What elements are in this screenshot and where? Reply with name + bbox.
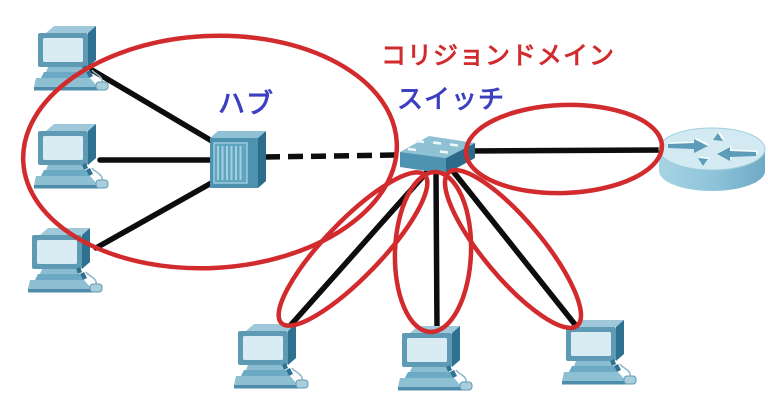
links bbox=[89, 67, 669, 334]
pc-5-icon bbox=[397, 325, 473, 392]
hub-icon bbox=[210, 131, 266, 188]
collision-domains bbox=[20, 33, 665, 335]
link-pc1-hub bbox=[89, 67, 225, 150]
link-switch-pc6 bbox=[449, 167, 580, 330]
pc-3-icon bbox=[27, 227, 103, 294]
link-switch-pc4 bbox=[286, 169, 430, 330]
pc-4-icon bbox=[233, 323, 309, 390]
link-hub-switch-dashed bbox=[264, 152, 400, 160]
collision-domain-ellipse-hub bbox=[20, 33, 400, 271]
link-switch-pc5 bbox=[433, 169, 440, 334]
router-icon bbox=[658, 127, 766, 191]
collision-domain-ellipse-switch-pc6 bbox=[442, 167, 584, 331]
hub-label: ハブ bbox=[218, 88, 274, 120]
link-switch-router bbox=[463, 147, 669, 154]
switch-label: スイッチ bbox=[397, 85, 505, 115]
link-pc3-hub bbox=[93, 174, 225, 251]
collision-domain-ellipse-switch-pc5 bbox=[392, 169, 474, 335]
collision-domain-ellipse-switch-router bbox=[463, 102, 665, 196]
collision-domain-label: コリジョンドメイン bbox=[381, 41, 615, 70]
switch-icon bbox=[400, 136, 475, 174]
pc-2-icon bbox=[33, 123, 109, 190]
